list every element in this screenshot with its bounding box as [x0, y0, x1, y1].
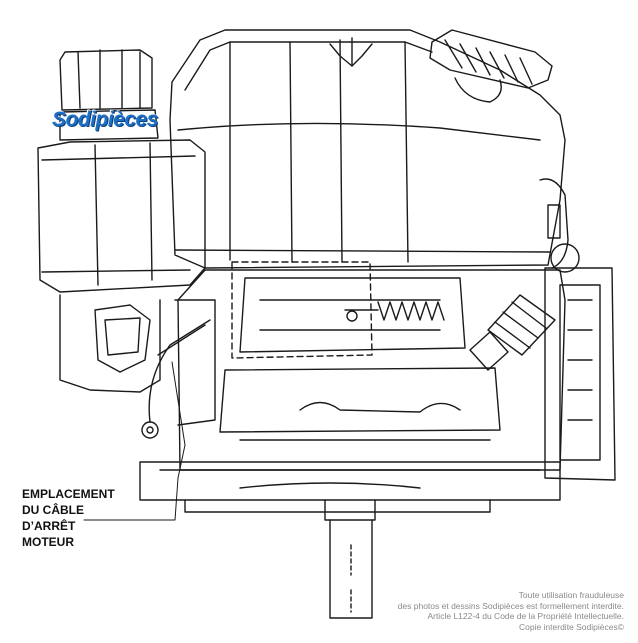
callout-line-1: EMPLACEMENT	[22, 487, 115, 501]
callout-line-3: D’ARRÊT	[22, 519, 76, 533]
oil-fill-cap	[429, 29, 553, 103]
muffler	[544, 267, 616, 481]
stop-cable-callout: EMPLACEMENT DU CÂBLE D’ARRÊT MOTEUR	[22, 486, 115, 550]
notice-line-2: des photos et dessins Sodipièces est for…	[397, 600, 624, 611]
sodipieces-logo: Sodipièces	[52, 108, 158, 131]
fuel-tank	[37, 49, 206, 293]
callout-line-4: MOTEUR	[22, 535, 74, 549]
engine-block	[177, 261, 566, 471]
governor-spring	[344, 301, 445, 322]
crankshaft	[324, 499, 376, 619]
callout-line-2: DU CÂBLE	[22, 503, 84, 517]
top-shroud	[169, 29, 566, 269]
notice-line-1: Toute utilisation frauduleuse	[518, 590, 624, 600]
spark-plug	[469, 294, 556, 371]
callout-leader-line	[83, 361, 186, 521]
notice-line-3: Article L122-4 du Code de la Propriété I…	[427, 611, 624, 621]
starter-handle	[539, 178, 580, 273]
notice-line-4: Copie interdite Sodipièces©	[518, 621, 624, 632]
mounting-base	[139, 461, 561, 513]
carburetor-linkage	[59, 294, 216, 439]
copyright-notice: Toute utilisation frauduleuse des photos…	[398, 590, 624, 632]
